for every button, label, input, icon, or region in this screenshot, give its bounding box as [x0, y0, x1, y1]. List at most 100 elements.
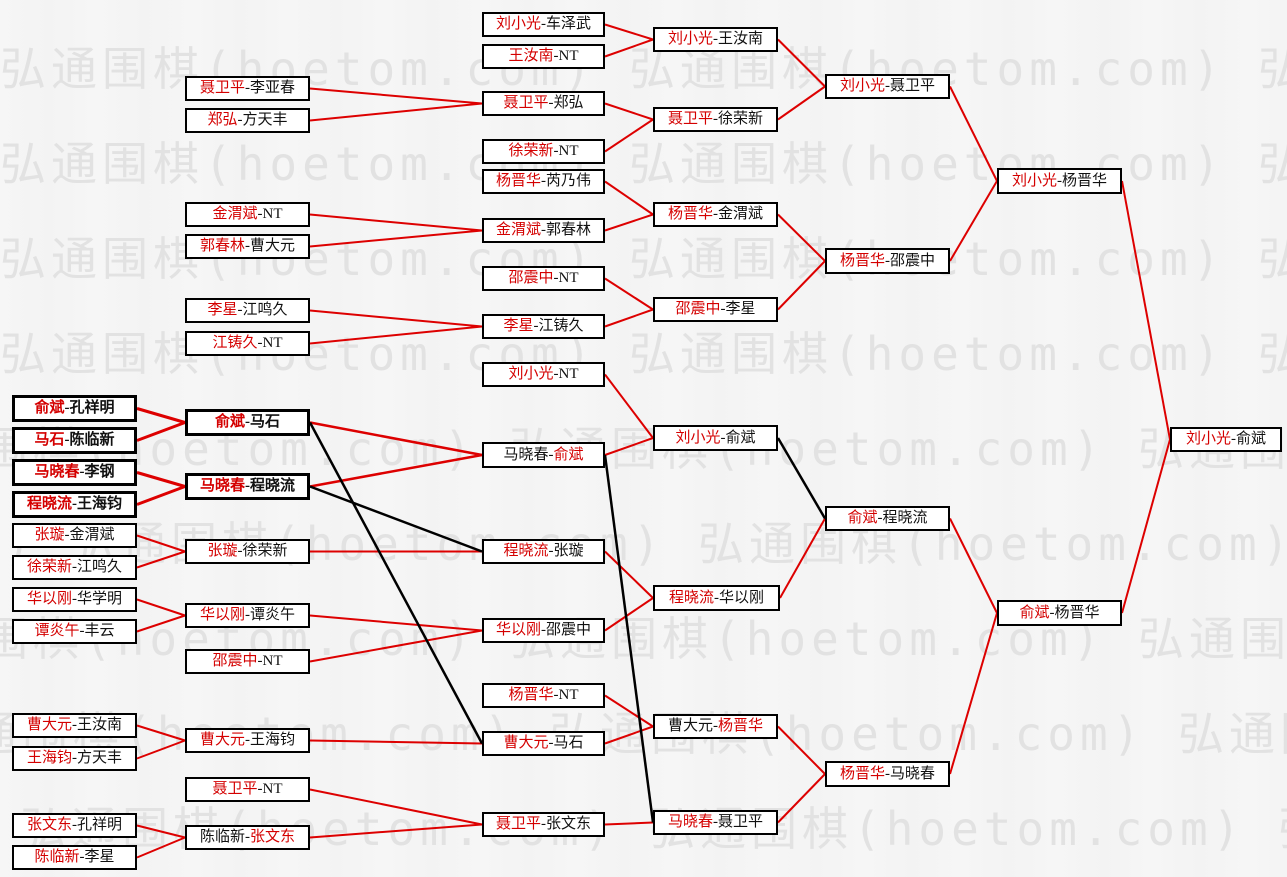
player-name: -马晓春	[885, 765, 935, 782]
winner-name: 聂卫平	[495, 816, 541, 832]
match-box: 马晓春-李钢	[12, 459, 137, 486]
player-name: -邵震中	[885, 252, 935, 269]
winner-advance-line	[604, 180, 654, 216]
match-box: 金渭斌-NT	[185, 202, 310, 227]
match-box: 郭春林-曹大元	[185, 234, 310, 259]
winner-advance-line	[779, 518, 826, 599]
player-name: -俞斌	[720, 429, 756, 446]
winner-advance-line	[949, 180, 998, 262]
match-box: 马石-陈临新	[12, 427, 137, 454]
player-name: -方天丰	[72, 750, 122, 766]
winner-advance-line	[604, 725, 654, 745]
winner-name: 刘小光	[508, 366, 554, 382]
winner-advance-line	[309, 325, 483, 345]
winner-advance-line	[136, 471, 186, 488]
winner-name: 程晓流	[503, 543, 549, 559]
match-box: 华以刚-华学明	[12, 587, 137, 612]
winner-advance-line	[604, 694, 654, 728]
match-box: 程晓流-王海钧	[12, 491, 137, 518]
player-name: -郑弘	[548, 95, 584, 111]
player-name: -华学明	[72, 591, 122, 607]
winner-name: 华以刚	[199, 607, 245, 623]
match-box: 陈临新-李星	[12, 845, 137, 870]
match-box: 郑弘-方天丰	[185, 108, 310, 133]
player-name: -徐荣新	[713, 111, 763, 127]
winner-advance-line	[604, 437, 654, 456]
match-box: 李星-江铸久	[482, 314, 605, 339]
winner-name: 张璇	[207, 543, 238, 559]
winner-advance-line	[136, 407, 186, 424]
player-name: -江铸久	[533, 318, 584, 334]
match-box: 江铸久-NT	[185, 331, 310, 356]
match-box: 俞斌-杨晋华	[997, 600, 1122, 626]
player-name: -聂卫平	[885, 78, 935, 94]
player-name: -芮乃伟	[541, 173, 591, 189]
winner-name: 徐荣新	[26, 559, 72, 575]
winner-advance-line	[604, 38, 654, 58]
winner-name: 程晓流	[668, 589, 714, 606]
winner-name: 俞斌	[1019, 604, 1050, 621]
match-box: 华以刚-谭炎午	[185, 603, 310, 628]
match-box: 杨晋华-NT	[482, 683, 605, 708]
winner-name: 刘小光	[1185, 431, 1231, 447]
winner-name: 王汝南	[508, 48, 554, 64]
player-name: -车泽武	[541, 16, 591, 32]
winner-name: 金渭斌	[495, 222, 541, 238]
winner-advance-line	[604, 213, 654, 232]
winner-name: 刘小光	[495, 16, 541, 32]
player-name: -NT	[553, 366, 579, 382]
player-name: -王汝南	[72, 717, 122, 733]
player-name: -李星	[720, 301, 756, 317]
loser-drop-line	[309, 485, 483, 553]
winner-name: 邵震中	[508, 270, 554, 286]
player-name: -俞斌	[1231, 431, 1266, 447]
winner-name: 郭春林	[199, 238, 245, 254]
match-box: 王汝南-NT	[482, 44, 605, 69]
player-name: -江鸣久	[72, 559, 122, 575]
match-box: 刘小光-聂卫平	[825, 74, 950, 99]
match-box: 邵震中-NT	[482, 266, 605, 291]
winner-name: 邵震中	[675, 301, 721, 317]
winner-name: 刘小光	[1011, 172, 1057, 189]
winner-advance-line	[309, 739, 483, 745]
player-name: -李亚春	[245, 80, 295, 96]
match-box: 聂卫平-徐荣新	[653, 107, 778, 132]
match-box: 杨晋华-马晓春	[825, 761, 950, 787]
winner-name: 杨晋华	[839, 765, 885, 782]
player-name: -陈临新	[64, 432, 115, 448]
winner-advance-line	[309, 309, 483, 328]
match-box: 曹大元-马石	[482, 731, 605, 756]
match-box: 谭炎午-丰云	[12, 619, 137, 644]
winner-name: 聂卫平	[199, 80, 245, 96]
match-box: 刘小光-NT	[482, 362, 605, 387]
winner-advance-line	[309, 614, 483, 632]
player-name: -NT	[553, 48, 579, 64]
winner-name: 杨晋华	[717, 718, 763, 734]
winner-name: 俞斌	[847, 510, 878, 526]
match-box: 程晓流-张璇	[482, 539, 605, 564]
winner-advance-line	[309, 629, 483, 663]
player-name: -NT	[257, 653, 283, 669]
match-box: 聂卫平-郑弘	[482, 91, 605, 116]
player-name: -江鸣久	[237, 302, 288, 318]
player-name: -曹大元	[245, 238, 295, 254]
player-name: -王海钧	[72, 496, 122, 512]
winner-advance-line	[136, 724, 186, 742]
winner-name: 徐荣新	[508, 143, 554, 159]
winner-advance-line	[136, 534, 186, 553]
player-name: -马石	[548, 735, 584, 751]
player-name: 曹大元-	[667, 718, 718, 734]
player-name: -NT	[257, 206, 283, 222]
winner-name: 聂卫平	[503, 95, 549, 111]
player-name: -NT	[257, 335, 283, 351]
winner-name: 金渭斌	[212, 206, 258, 222]
winner-advance-line	[309, 823, 483, 839]
match-box: 邵震中-李星	[653, 297, 778, 322]
winner-name: 李星	[207, 302, 238, 318]
winner-name: 谭炎午	[34, 623, 80, 639]
winner-advance-line	[777, 38, 826, 88]
winner-name: 马晓春	[667, 814, 713, 830]
match-box: 聂卫平-张文东	[482, 812, 605, 837]
